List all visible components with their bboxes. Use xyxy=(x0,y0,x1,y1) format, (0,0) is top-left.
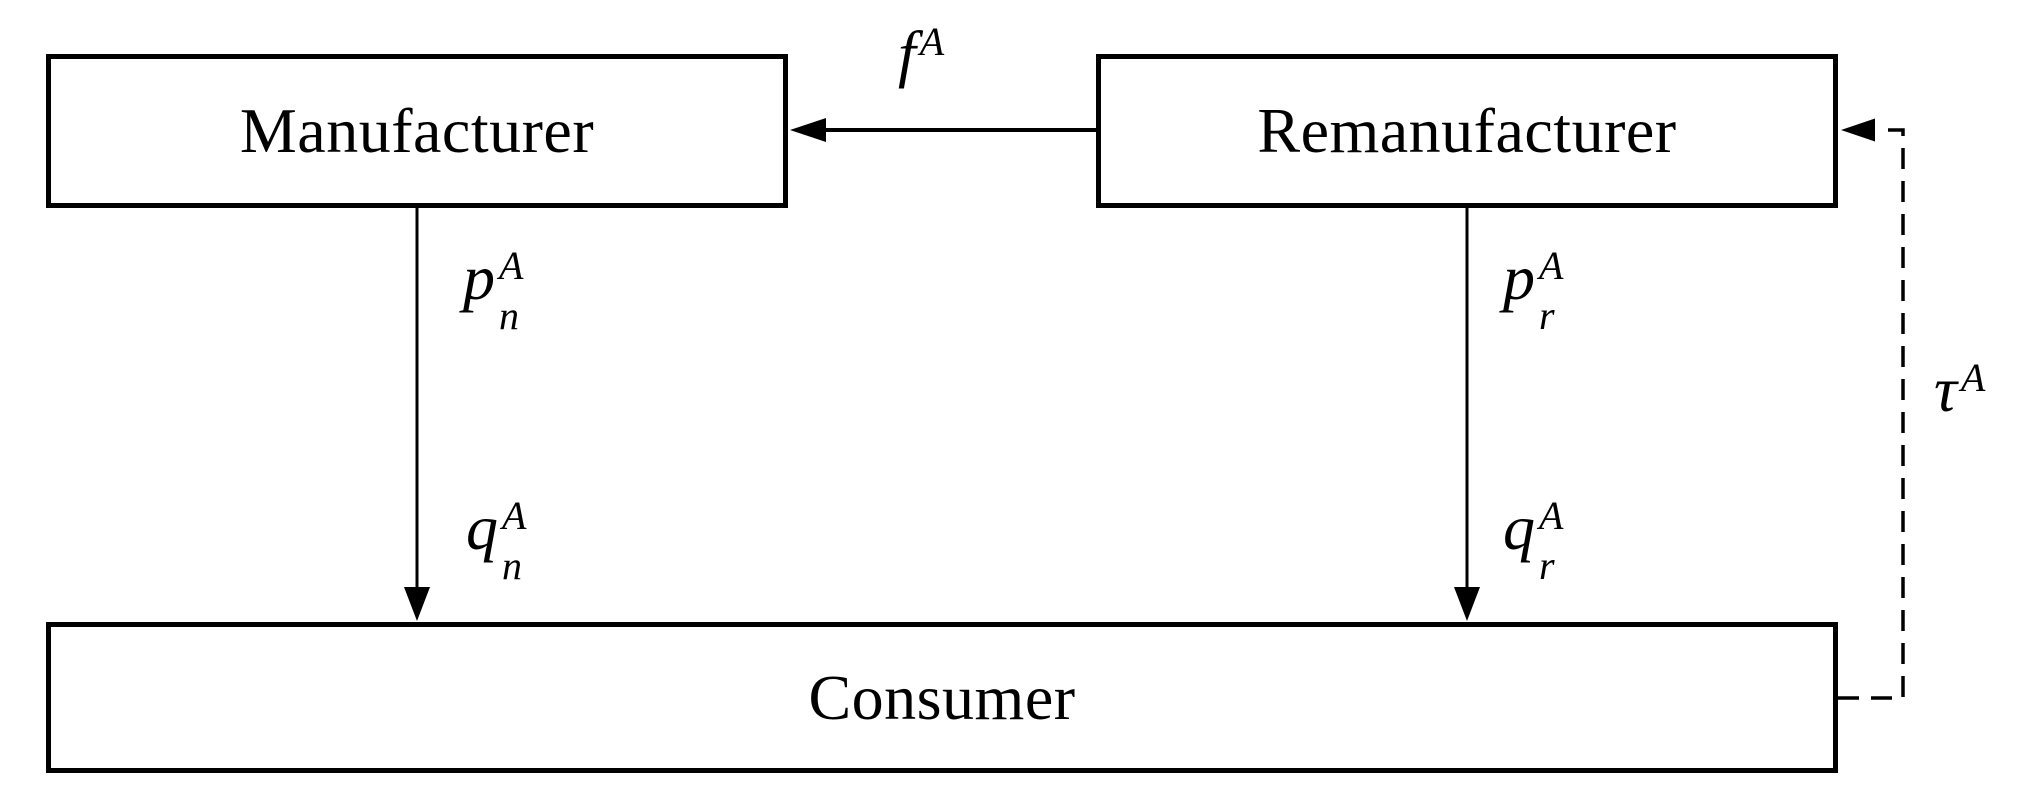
math-sub: n xyxy=(502,543,522,588)
label-price-remanufactured: p A r xyxy=(1503,246,1563,336)
math-base: q xyxy=(1503,492,1535,563)
math-sub: n xyxy=(499,293,519,338)
label-quantity-new: q A n xyxy=(466,496,526,586)
take-back-arrowhead-icon xyxy=(1841,118,1875,142)
math-sup: A xyxy=(1960,355,1986,400)
label-price-new: p A n xyxy=(463,246,523,336)
node-consumer: Consumer xyxy=(46,622,1838,773)
reman-product-arrowhead-icon xyxy=(1454,587,1480,621)
math-sup: A xyxy=(1539,493,1564,538)
math-base: p xyxy=(463,242,495,313)
label-quantity-remanufactured: q A r xyxy=(1503,496,1563,586)
node-label: Remanufacturer xyxy=(1257,95,1677,166)
math-sup: A xyxy=(1539,243,1564,288)
node-remanufacturer: Remanufacturer xyxy=(1096,54,1838,208)
node-label: Consumer xyxy=(808,661,1076,733)
math-sup: A xyxy=(919,19,945,64)
new-product-arrowhead-icon xyxy=(404,587,430,621)
math-sub: r xyxy=(1539,543,1555,588)
math-base: p xyxy=(1503,242,1535,313)
label-take-back-rate: τ A xyxy=(1934,358,1985,422)
take-back-dashed-path xyxy=(1838,128,1905,700)
math-base: q xyxy=(466,492,498,563)
transfer-price-arrowhead-icon xyxy=(790,118,826,142)
math-base: τ xyxy=(1934,354,1957,425)
math-sup: A xyxy=(499,243,524,288)
node-manufacturer: Manufacturer xyxy=(46,54,788,208)
node-label: Manufacturer xyxy=(239,95,595,166)
math-base: f xyxy=(898,18,916,89)
label-transfer-price: f A xyxy=(898,22,944,86)
math-sup: A xyxy=(502,493,527,538)
math-sub: r xyxy=(1539,293,1555,338)
